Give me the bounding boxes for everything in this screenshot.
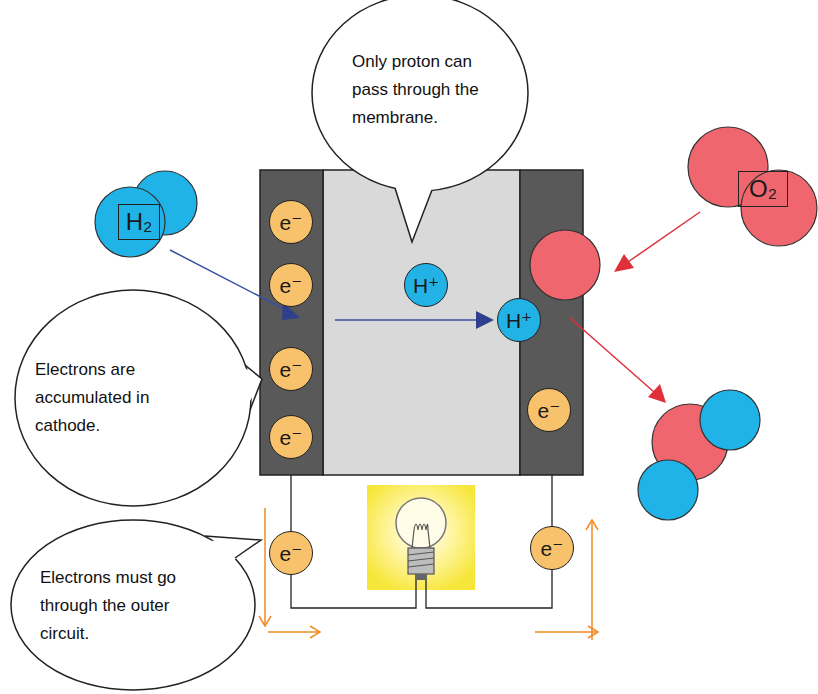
callout-text: Electrons must go through the outer circ…: [40, 564, 205, 648]
symbol-label: H⁺: [413, 275, 439, 296]
electron-circle: e⁻: [269, 263, 313, 307]
molecule-label-box: H₂: [118, 204, 160, 240]
proton-circle: H⁺: [404, 263, 448, 307]
fuel-cell: [260, 170, 583, 475]
molecule-label-box: O₂: [738, 171, 788, 207]
electron-circle: e⁻: [527, 388, 571, 432]
speech-bubble: Electrons are accumulated in cathode.: [35, 350, 195, 446]
symbol-label: e⁻: [280, 543, 303, 564]
callout-text: Electrons are accumulated in cathode.: [35, 356, 195, 440]
symbol-label: H⁺: [506, 310, 532, 331]
symbol-label: e⁻: [280, 427, 303, 448]
hydrogen-molecule: [95, 171, 197, 257]
speech-bubble: Only proton can pass through the membran…: [352, 40, 492, 140]
symbol-label: e⁻: [280, 359, 303, 380]
oxygen-molecule: [688, 127, 817, 246]
electron-circle: e⁻: [269, 200, 313, 244]
speech-bubble: Electrons must go through the outer circ…: [40, 558, 205, 654]
oxygen-atom: [530, 230, 600, 300]
symbol-label: e⁻: [541, 538, 564, 559]
symbol-label: e⁻: [538, 400, 561, 421]
symbol-label: H₂: [126, 210, 153, 234]
electron-circle: e⁻: [269, 347, 313, 391]
callout-text: Only proton can pass through the membran…: [352, 48, 492, 132]
electron-flow-arrows: [259, 508, 598, 640]
outer-circuit: [291, 475, 552, 608]
water-molecule: [638, 390, 760, 520]
proton-circle: H⁺: [497, 298, 541, 342]
electron-circle: e⁻: [269, 531, 313, 575]
symbol-label: e⁻: [280, 275, 303, 296]
symbol-label: O₂: [749, 177, 777, 201]
electron-circle: e⁻: [530, 526, 574, 570]
speech-bubbles: [11, 0, 528, 690]
lamp: [367, 485, 475, 590]
electron-circle: e⁻: [269, 415, 313, 459]
symbol-label: e⁻: [280, 212, 303, 233]
